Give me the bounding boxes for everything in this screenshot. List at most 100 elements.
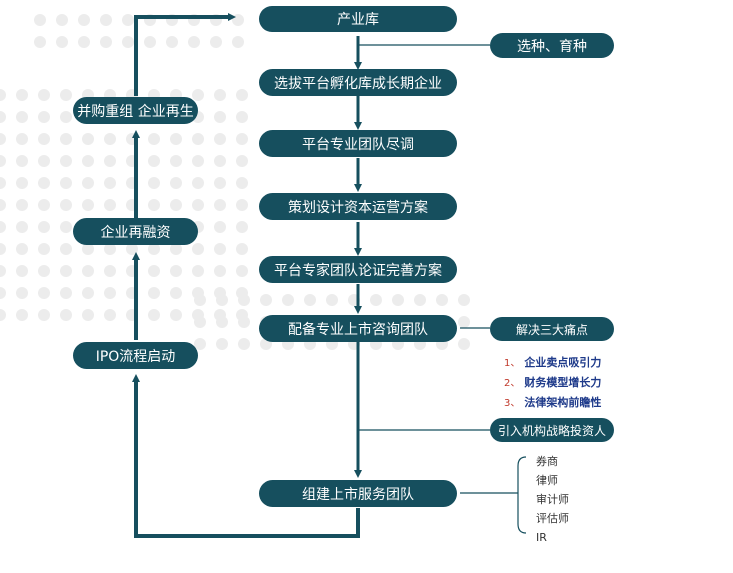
background-dot: [16, 221, 28, 233]
background-dot: [170, 199, 182, 211]
background-dot: [458, 316, 470, 328]
step-merger-rebirth: 并购重组 企业再生: [73, 97, 198, 124]
background-dot: [170, 243, 182, 255]
service-team-list: 券商 律师 审计师 评估师 IR: [536, 452, 569, 547]
background-dot: [170, 265, 182, 277]
background-dot: [60, 177, 72, 189]
step-ipo-service-team: 组建上市服务团队: [259, 480, 457, 507]
loop-path-to-ipo: [132, 374, 360, 538]
background-dot: [458, 294, 470, 306]
background-dot: [104, 199, 116, 211]
background-dot: [304, 294, 316, 306]
background-dot: [0, 221, 6, 233]
background-dot: [170, 133, 182, 145]
pain-point-item: 1、企业卖点吸引力: [504, 356, 602, 369]
background-dot: [0, 243, 6, 255]
background-dot: [16, 177, 28, 189]
background-dot: [104, 155, 116, 167]
background-dot: [82, 265, 94, 277]
background-dot: [0, 111, 6, 123]
background-dot: [122, 14, 134, 26]
background-dot: [82, 309, 94, 321]
background-dot: [104, 177, 116, 189]
background-dot: [82, 133, 94, 145]
background-dot: [34, 14, 46, 26]
background-dot: [392, 294, 404, 306]
loop-step7-to-ipo: [136, 493, 258, 536]
step-refinance: 企业再融资: [73, 218, 198, 245]
team-member-item: 审计师: [536, 493, 569, 506]
background-dot: [166, 36, 178, 48]
background-dot: [214, 155, 226, 167]
background-dot: [60, 265, 72, 277]
background-dot: [148, 243, 160, 255]
background-dot: [170, 155, 182, 167]
background-dot: [148, 309, 160, 321]
background-dot: [38, 133, 50, 145]
background-dot: [104, 265, 116, 277]
background-dot: [238, 294, 250, 306]
background-dot: [60, 155, 72, 167]
background-dot: [238, 316, 250, 328]
background-dot: [104, 133, 116, 145]
background-dot: [60, 89, 72, 101]
background-dot: [194, 316, 206, 328]
note-introduce-investors: 引入机构战略投资人: [490, 418, 614, 442]
background-dot: [236, 133, 248, 145]
background-dot: [236, 243, 248, 255]
background-dot: [144, 36, 156, 48]
background-dot: [414, 294, 426, 306]
background-dot: [78, 14, 90, 26]
background-dot: [60, 221, 72, 233]
background-dot: [82, 199, 94, 211]
background-dot: [192, 177, 204, 189]
background-dot: [100, 36, 112, 48]
background-dot: [38, 89, 50, 101]
background-dot: [214, 243, 226, 255]
background-dot: [0, 155, 6, 167]
background-dot: [16, 133, 28, 145]
background-dot: [0, 199, 6, 211]
team-member-item: 券商: [536, 455, 558, 468]
background-dot: [192, 243, 204, 255]
background-dot: [104, 243, 116, 255]
background-dot: [0, 89, 6, 101]
background-dot: [82, 243, 94, 255]
background-dot: [60, 133, 72, 145]
background-dot: [148, 199, 160, 211]
background-dot: [194, 294, 206, 306]
background-dot: [282, 294, 294, 306]
background-dot: [38, 111, 50, 123]
background-dot: [238, 338, 250, 350]
background-dot: [170, 287, 182, 299]
background-dot: [104, 309, 116, 321]
team-member-item: 评估师: [536, 512, 569, 525]
note-solve-pain-points: 解决三大痛点: [490, 317, 614, 341]
background-dot: [60, 199, 72, 211]
step-expert-review: 平台专家团队论证完善方案: [259, 256, 457, 283]
step-ipo-start: IPO流程启动: [73, 342, 198, 369]
background-dot: [34, 36, 46, 48]
background-dot: [236, 155, 248, 167]
background-dot: [16, 309, 28, 321]
background-dot: [216, 316, 228, 328]
background-dot: [260, 294, 272, 306]
background-dot: [436, 294, 448, 306]
background-dot: [148, 177, 160, 189]
background-dot: [56, 36, 68, 48]
background-dot: [236, 199, 248, 211]
background-dot: [232, 36, 244, 48]
background-dot: [0, 133, 6, 145]
background-dot: [0, 177, 6, 189]
background-dot: [236, 265, 248, 277]
background-dot: [170, 177, 182, 189]
step-select-growth-enterprises: 选拔平台孵化库成长期企业: [259, 69, 457, 96]
pain-points-list: 1、企业卖点吸引力 2、财务模型增长力 3、法律架构前瞻性: [504, 353, 601, 413]
background-dot: [188, 36, 200, 48]
background-dot: [60, 111, 72, 123]
background-dot: [16, 155, 28, 167]
background-dot: [192, 89, 204, 101]
pain-point-item: 3、法律架构前瞻性: [504, 396, 602, 409]
background-dot: [148, 265, 160, 277]
